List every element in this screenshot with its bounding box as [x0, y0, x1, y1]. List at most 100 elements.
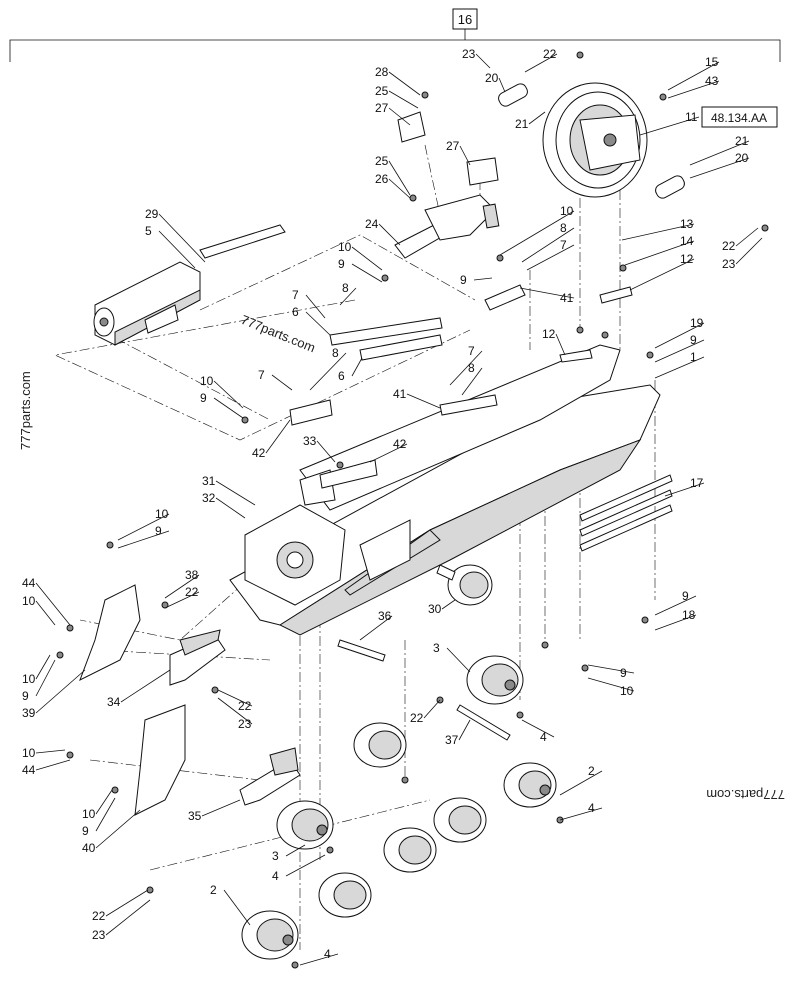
track-roller-2a[interactable]	[503, 762, 557, 808]
callout-c-9d[interactable]: 9	[200, 391, 207, 405]
callout-c-22c[interactable]: 22	[185, 585, 199, 599]
callout-c-10d[interactable]: 10	[155, 507, 169, 521]
callout-c-9a[interactable]: 9	[460, 273, 467, 287]
callout-c-7d[interactable]: 7	[468, 344, 475, 358]
callout-c-22e[interactable]: 22	[410, 711, 424, 725]
callout-c-26[interactable]: 26	[375, 172, 389, 186]
callout-c-32[interactable]: 32	[202, 491, 216, 505]
callout-c-36[interactable]: 36	[378, 609, 392, 623]
track-frame[interactable]	[229, 344, 661, 636]
callout-c-28[interactable]: 28	[375, 65, 389, 79]
callout-c-8d[interactable]: 8	[468, 361, 475, 375]
track-roller-ghost-1[interactable]	[353, 722, 407, 768]
callout-c-4c[interactable]: 4	[272, 869, 279, 883]
callout-c-42a[interactable]: 42	[252, 446, 266, 460]
callout-c-11[interactable]: 11	[685, 110, 698, 124]
callout-c-4b[interactable]: 4	[588, 801, 595, 815]
carrier-roller-30[interactable]	[436, 564, 493, 606]
guide-plates-17[interactable]	[579, 474, 673, 552]
callout-c-4a[interactable]: 4	[540, 730, 547, 744]
callout-c-7c[interactable]: 7	[258, 368, 265, 382]
callout-c-8b[interactable]: 8	[342, 281, 349, 295]
callout-c-10c[interactable]: 10	[200, 374, 214, 388]
callout-c-12a[interactable]: 12	[680, 252, 694, 266]
callout-c-22a[interactable]: 22	[543, 47, 557, 61]
track-roller-ghost-4[interactable]	[318, 872, 372, 918]
recoil-rod[interactable]	[394, 194, 500, 259]
callout-c-7b[interactable]: 7	[292, 288, 299, 302]
callout-c-9b[interactable]: 9	[338, 257, 345, 271]
callout-c-12b[interactable]: 12	[542, 327, 556, 341]
callout-c-23b[interactable]: 23	[722, 257, 736, 271]
callout-c-10h[interactable]: 10	[22, 746, 36, 760]
guard-40[interactable]	[134, 704, 186, 816]
callout-c-9f[interactable]: 9	[682, 589, 689, 603]
callout-c-43[interactable]: 43	[705, 74, 719, 88]
callout-c-30[interactable]: 30	[428, 602, 442, 616]
callout-c-8a[interactable]: 8	[560, 221, 567, 235]
callout-c-10a[interactable]: 10	[560, 204, 574, 218]
track-roller-2b[interactable]	[241, 910, 299, 960]
callout-c-22f[interactable]: 22	[92, 909, 106, 923]
callout-c-41b[interactable]: 41	[393, 387, 407, 401]
callout-c-9c[interactable]: 9	[690, 333, 697, 347]
track-roller-ghost-2[interactable]	[433, 797, 487, 843]
callout-c-22b[interactable]: 22	[722, 239, 736, 253]
callout-c-24[interactable]: 24	[365, 217, 379, 231]
callout-c-6b[interactable]: 6	[338, 369, 345, 383]
callout-c-27a[interactable]: 27	[375, 101, 389, 115]
callout-c-39[interactable]: 39	[22, 706, 36, 720]
callout-c-9h[interactable]: 9	[620, 666, 627, 680]
callout-c-38[interactable]: 38	[185, 568, 199, 582]
bracket-34[interactable]	[169, 629, 226, 686]
callout-c-9e[interactable]: 9	[155, 524, 162, 538]
track-roller-3a[interactable]	[466, 655, 524, 705]
callout-c-17[interactable]: 17	[690, 476, 704, 490]
callout-c-10b[interactable]: 10	[338, 240, 352, 254]
idler-wheel[interactable]	[542, 82, 648, 198]
callout-c-44a[interactable]: 44	[22, 576, 36, 590]
bracket-35[interactable]	[239, 747, 301, 806]
callout-c-10g[interactable]: 10	[620, 684, 634, 698]
callout-c-21a[interactable]: 21	[515, 117, 529, 131]
callout-c-25b[interactable]: 25	[375, 154, 389, 168]
callout-c-7a[interactable]: 7	[560, 238, 567, 252]
callout-c-13[interactable]: 13	[680, 217, 694, 231]
callout-c-3a[interactable]: 3	[433, 641, 440, 655]
bushing-20[interactable]	[496, 82, 686, 200]
callout-c-40[interactable]: 40	[82, 841, 96, 855]
callout-c-5[interactable]: 5	[145, 224, 152, 238]
callout-c-44b[interactable]: 44	[22, 763, 36, 777]
track-roller-3b[interactable]	[276, 800, 334, 850]
callout-c-4d[interactable]: 4	[324, 947, 331, 961]
callout-c-22d[interactable]: 22	[238, 699, 252, 713]
callout-c-31[interactable]: 31	[202, 474, 216, 488]
reference-box[interactable]: 48.134.AA	[701, 106, 778, 128]
callout-c-19[interactable]: 19	[690, 316, 704, 330]
callout-c-1[interactable]: 1	[690, 350, 697, 364]
callout-c-34[interactable]: 34	[107, 695, 121, 709]
callout-c-42b[interactable]: 42	[393, 437, 407, 451]
callout-c-10e[interactable]: 10	[22, 594, 36, 608]
reference-label[interactable]: 48.134.AA	[711, 111, 767, 125]
callout-c-10i[interactable]: 10	[82, 807, 96, 821]
track-roller-ghost-3[interactable]	[383, 827, 437, 873]
callout-c-21b[interactable]: 21	[735, 134, 749, 148]
callout-c-23d[interactable]: 23	[92, 928, 106, 942]
callout-c-35[interactable]: 35	[188, 809, 202, 823]
callout-c-20b[interactable]: 20	[735, 151, 749, 165]
pins[interactable]	[337, 639, 511, 741]
bracket-27[interactable]	[397, 111, 499, 186]
callout-c-20a[interactable]: 20	[485, 71, 499, 85]
callout-c-2a[interactable]: 2	[588, 764, 595, 778]
callout-c-25a[interactable]: 25	[375, 84, 389, 98]
callout-c-10f[interactable]: 10	[22, 672, 36, 686]
plate-12[interactable]	[559, 286, 633, 363]
callout-c-2b[interactable]: 2	[210, 883, 217, 897]
callout-c-6a[interactable]: 6	[292, 305, 299, 319]
guard-39[interactable]	[79, 584, 141, 682]
callout-c-8c[interactable]: 8	[332, 346, 339, 360]
callout-c-9g[interactable]: 9	[22, 689, 29, 703]
callout-c-23c[interactable]: 23	[238, 717, 252, 731]
callout-c-3b[interactable]: 3	[272, 849, 279, 863]
